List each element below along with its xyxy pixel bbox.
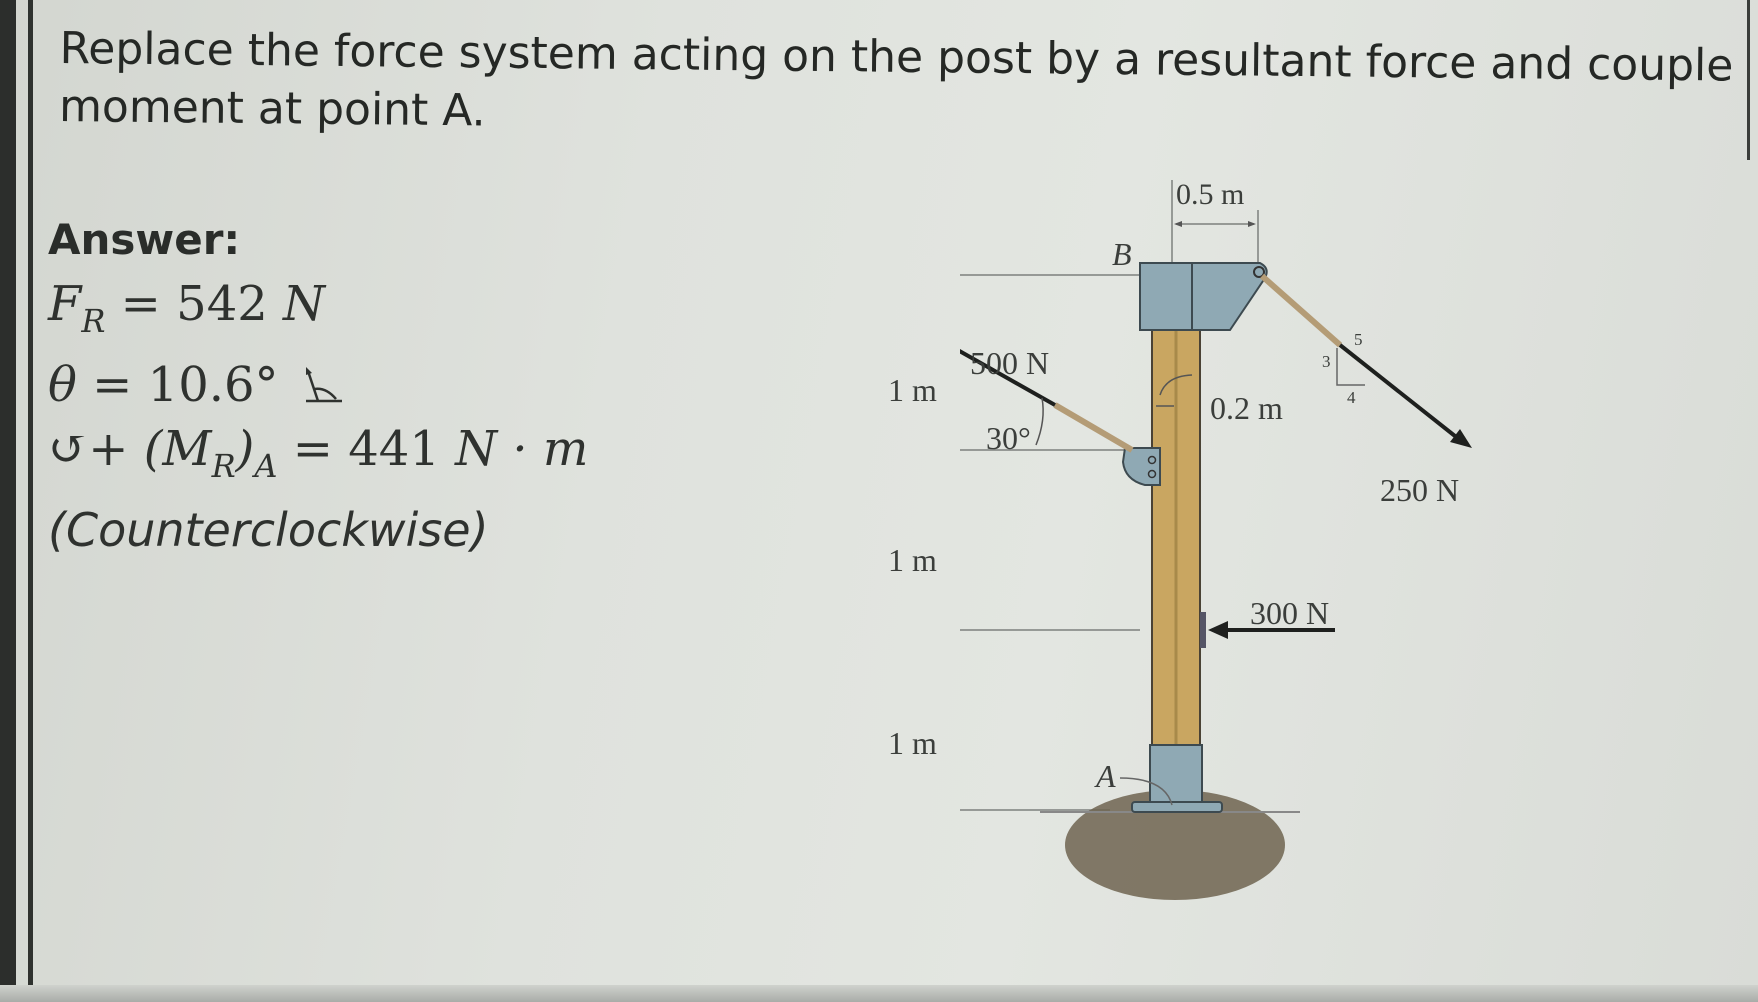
photo-left-edge	[0, 0, 16, 1002]
label-slope-4: 4	[1347, 388, 1356, 407]
resultant-force-value: 542	[176, 276, 268, 332]
label-offset-02: 0.2 m	[1210, 390, 1283, 426]
moment-value: 441	[348, 421, 440, 477]
answer-block: Answer: FR = 542 N θ = 10.6° ↺+ (MR)A = …	[48, 215, 588, 562]
diagram-graphics	[960, 180, 1472, 900]
label-dim-1m-bottom: 1 m	[888, 725, 937, 761]
angle-equation: θ = 10.6°	[48, 353, 588, 417]
label-point-a: A	[1096, 758, 1116, 794]
label-force-500: 500 N	[970, 345, 1050, 381]
base-bracket	[1149, 744, 1203, 808]
angle-value: 10.6°	[147, 357, 279, 413]
label-slope-3: 3	[1322, 352, 1331, 371]
resultant-force-equation: FR = 542 N	[48, 276, 326, 340]
arrow-300n	[1208, 621, 1228, 639]
answer-title: Answer:	[48, 215, 241, 264]
label-angle-30: 30°	[986, 420, 1031, 456]
top-bracket	[1139, 262, 1268, 331]
post-diagram: 0.5 m B 500 N 1 m 30° 0.2 m 3 4 5 250 N …	[888, 178, 1660, 1000]
label-force-300: 300 N	[1250, 595, 1330, 631]
side-bracket	[1121, 447, 1161, 486]
label-slope-5: 5	[1354, 330, 1363, 349]
direction-note: (Counterclockwise)	[48, 503, 489, 557]
left-cable	[1053, 402, 1134, 453]
arrow-250n	[1450, 429, 1472, 448]
label-force-250: 250 N	[1380, 472, 1460, 508]
angle-direction-icon	[305, 367, 342, 403]
soil	[1065, 790, 1285, 900]
question-text: Replace the force system acting on the p…	[58, 22, 1734, 137]
page-left-border	[28, 0, 33, 1002]
page-right-border	[1747, 0, 1750, 160]
photo-bottom-edge	[0, 985, 1758, 1002]
moment-equation: ↺+ (MR)A = 441 N · m	[48, 421, 589, 485]
label-point-b: B	[1112, 236, 1132, 272]
right-cable	[1260, 273, 1342, 348]
label-dim-1m-top: 1 m	[888, 372, 937, 408]
label-dim-1m-mid: 1 m	[888, 542, 937, 578]
label-top-width: 0.5 m	[1176, 178, 1245, 211]
